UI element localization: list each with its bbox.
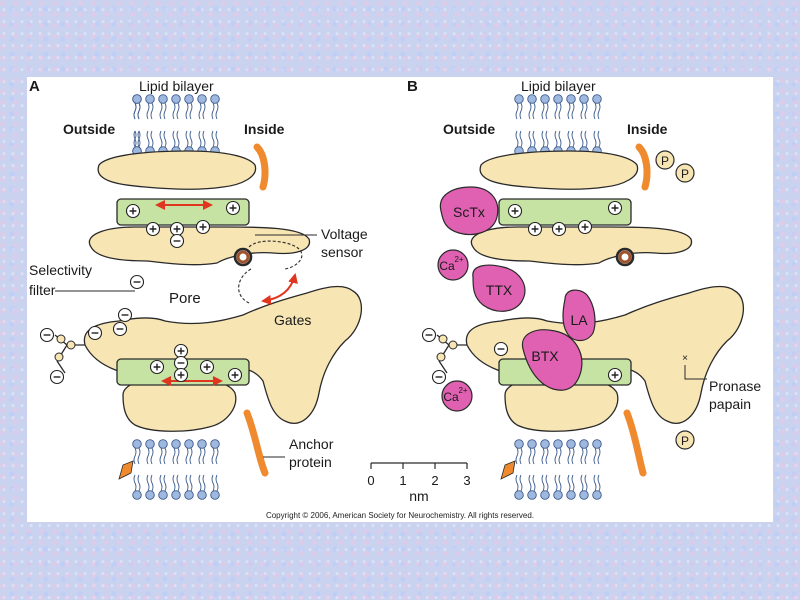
toxin-btx: BTX (521, 329, 583, 391)
panel-b-membrane-bottom (514, 439, 602, 500)
plus-charge-icon (125, 203, 141, 219)
plus-charge-icon (225, 200, 241, 216)
pronase-leader-line (684, 365, 707, 380)
panel-b-inside-label: Inside (627, 121, 668, 137)
ttx-label: TTX (486, 282, 513, 298)
panel-b-glycosylation (421, 327, 467, 385)
panel-a-gate-arrow (261, 273, 298, 305)
ca-superscript: 2+ (454, 255, 463, 264)
panel-a-channel-protein (83, 150, 363, 432)
panel-b-voltage-sensor-core (618, 250, 632, 264)
minus-charge-icon (87, 325, 103, 341)
anchor-protein-label: Anchor (289, 436, 334, 452)
scale-bar: 0 1 2 3 nm (367, 462, 471, 504)
panel-a-helix-top (116, 198, 250, 226)
phosphate-label: P (681, 167, 689, 181)
minus-charge-icon (112, 321, 128, 337)
panel-a-letter: A (29, 78, 40, 95)
sctx-label: ScTx (453, 204, 485, 220)
plus-charge-icon (607, 200, 623, 216)
pore-label: Pore (169, 290, 201, 307)
panel-a-glycosylation (39, 327, 85, 385)
panel-a-voltage-sensor-core (236, 250, 250, 264)
minus-charge-icon (49, 369, 65, 385)
panel-a-lipid-label: Lipid bilayer (139, 78, 214, 94)
la-label: LA (570, 312, 588, 328)
scale-tick-1: 1 (399, 473, 406, 488)
plus-charge-icon (607, 367, 623, 383)
plus-charge-icon (577, 219, 593, 235)
panel-b-anchor-small (500, 460, 516, 480)
voltage-sensor-label: Voltage (321, 226, 368, 242)
panel-a-anchor-bottom (243, 409, 269, 477)
btx-label: BTX (531, 348, 559, 364)
panel-a-anchor-small (118, 460, 134, 480)
phosphate-label: P (661, 154, 669, 168)
plus-charge-icon (173, 343, 189, 359)
calcium-ion-top: Ca 2+ (437, 249, 469, 281)
panel-b-channel-protein (465, 150, 745, 432)
ca-label: Ca (443, 390, 459, 404)
panel-a-anchor-top (253, 143, 269, 191)
cleavage-mark-icon: × (682, 353, 688, 364)
plus-charge-icon (527, 221, 543, 237)
pronase-label: Pronase (709, 378, 761, 394)
minus-charge-icon (493, 341, 509, 357)
panel-b-anchor-bottom (623, 409, 647, 477)
ca-label: Ca (439, 259, 455, 273)
panel-b-membrane-top (514, 94, 602, 156)
selectivity-filter-label-2: filter (29, 282, 56, 298)
panel-b-lipid-label: Lipid bilayer (521, 78, 596, 94)
minus-charge-icon (173, 355, 189, 371)
panel-b-outside-label: Outside (443, 121, 495, 137)
scale-tick-0: 0 (367, 473, 374, 488)
plus-charge-icon (145, 221, 161, 237)
minus-charge-icon (129, 274, 145, 290)
gates-label: Gates (274, 312, 311, 328)
minus-charge-icon (39, 327, 55, 343)
panel-a-gate-outline (248, 240, 303, 270)
panel-b-helix-top (498, 198, 632, 226)
selectivity-filter-label: Selectivity (29, 262, 92, 278)
toxin-sctx: ScTx (439, 186, 499, 236)
scale-unit: nm (409, 488, 428, 504)
panel-a-inside-label: Inside (244, 121, 285, 137)
panel-a: A Lipid bilayer Outside Inside (29, 78, 368, 500)
phosphate-icon: P (675, 430, 695, 450)
ca-superscript: 2+ (458, 386, 467, 395)
plus-charge-icon (195, 219, 211, 235)
toxin-ttx: TTX (472, 264, 526, 312)
plus-charge-icon (507, 203, 523, 219)
plus-charge-icon (149, 359, 165, 375)
plus-charge-icon (199, 359, 215, 375)
panel-a-membrane-bottom (132, 439, 220, 500)
papain-label: papain (709, 396, 751, 412)
phosphate-icon: P (655, 150, 675, 170)
panel-b-letter: B (407, 78, 418, 95)
sodium-channel-diagram: A Lipid bilayer Outside Inside (29, 78, 761, 504)
panel-a-outside-label: Outside (63, 121, 115, 137)
copyright-notice: Copyright © 2006, American Society for N… (265, 511, 535, 520)
figure-panel: A Lipid bilayer Outside Inside (27, 77, 773, 522)
minus-charge-icon (421, 327, 437, 343)
minus-charge-icon (169, 233, 185, 249)
plus-charge-icon (551, 221, 567, 237)
plus-charge-icon (173, 367, 189, 383)
calcium-ion-bottom: Ca 2+ (441, 380, 473, 412)
plus-charge-icon (169, 221, 185, 237)
minus-charge-icon (431, 369, 447, 385)
phosphate-icon: P (675, 163, 695, 183)
panel-b: B Lipid bilayer Outside Inside (407, 78, 761, 500)
scale-tick-3: 3 (463, 473, 470, 488)
anchor-protein-label-2: protein (289, 454, 332, 470)
phosphate-label: P (681, 434, 689, 448)
plus-charge-icon (227, 367, 243, 383)
toxin-la: LA (562, 289, 596, 342)
minus-charge-icon (117, 307, 133, 323)
panel-a-gate-outline (238, 268, 252, 304)
panel-a-membrane-top (127, 94, 232, 161)
voltage-sensor-label-2: sensor (321, 244, 363, 260)
scale-tick-2: 2 (431, 473, 438, 488)
panel-b-anchor-top (635, 143, 651, 191)
